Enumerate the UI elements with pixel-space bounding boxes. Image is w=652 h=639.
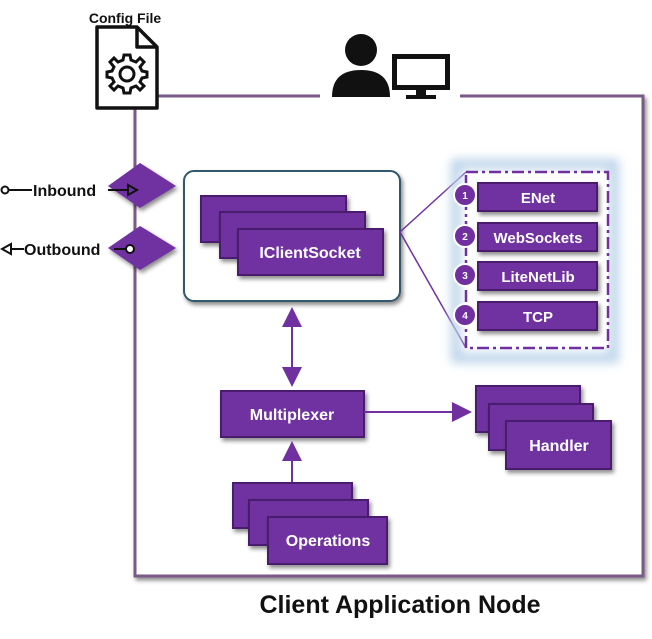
- transport-number-4: 4: [462, 311, 468, 322]
- outbound-port: [0, 226, 176, 270]
- transport-number-1: 1: [462, 191, 468, 202]
- transport-item-litenetlib: [453, 261, 598, 291]
- config-file-label: Config File: [89, 10, 162, 26]
- handler-label: Handler: [529, 438, 589, 455]
- multiplexer-label: Multiplexer: [250, 407, 334, 424]
- multiplexer-box: [220, 390, 365, 438]
- transport-number-3: 3: [462, 271, 468, 282]
- transport-label-enet: ENet: [521, 190, 555, 207]
- transport-label-litenetlib: LiteNetLib: [501, 269, 574, 286]
- transport-number-2: 2: [462, 232, 468, 243]
- outbound-label: Outbound: [24, 242, 100, 259]
- transport-label-tcp: TCP: [523, 309, 553, 326]
- node-title: Client Application Node: [259, 591, 540, 619]
- transport-item-tcp: [453, 301, 598, 331]
- operations-label: Operations: [286, 533, 371, 550]
- transport-item-websockets: [453, 222, 598, 252]
- inbound-port: [0, 163, 176, 208]
- handler-box: [505, 420, 612, 470]
- transport-label-websockets: WebSockets: [494, 230, 583, 247]
- inbound-label: Inbound: [33, 183, 96, 200]
- operations-box: [267, 516, 388, 565]
- transport-group-glow: [451, 159, 619, 363]
- socket-label: IClientSocket: [259, 245, 361, 262]
- transport-item-enet: [453, 182, 598, 212]
- config-file-gear-icon: [95, 25, 159, 110]
- user-computer-icon: [332, 34, 450, 99]
- socket-box: [237, 228, 384, 276]
